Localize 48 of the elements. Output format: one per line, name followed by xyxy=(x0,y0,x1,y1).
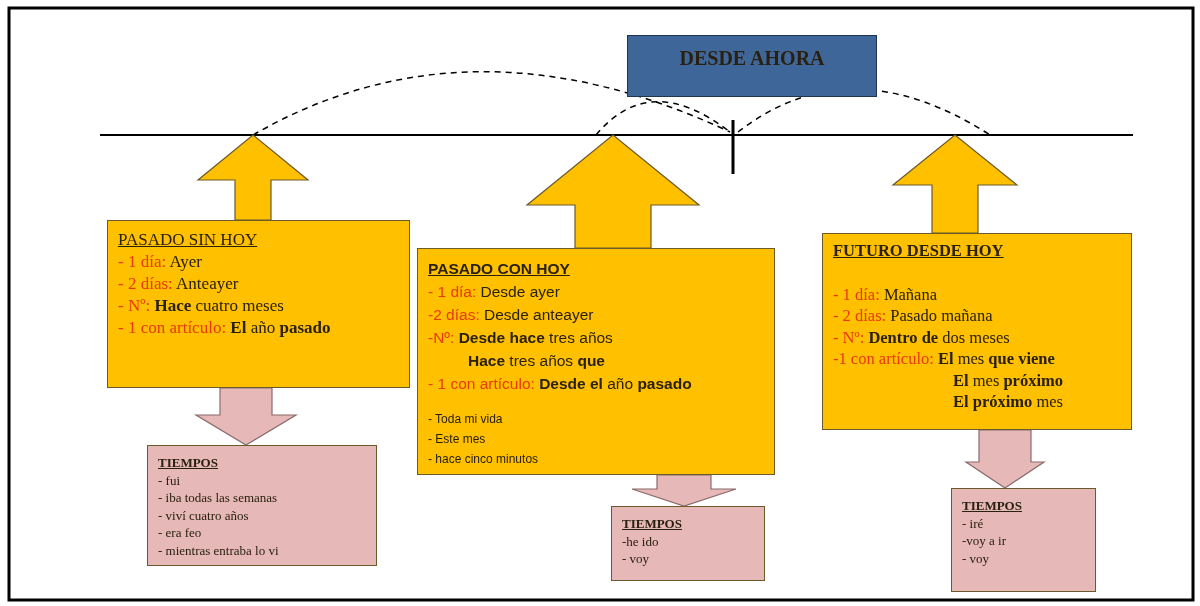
list-item: Hace tres años que xyxy=(467,351,606,371)
title-box xyxy=(627,35,877,97)
list-item: -voy a ir xyxy=(962,532,1008,550)
tense-box xyxy=(147,445,377,566)
block-arrow xyxy=(631,474,737,507)
list-item: - iba todas las semanas xyxy=(158,489,279,507)
list-item: - viví cuatro años xyxy=(158,506,250,524)
heading: PASADO SIN HOY xyxy=(118,229,259,251)
list-item: - Nº: Dentro de dos meses xyxy=(833,326,1011,348)
list-item: - fui xyxy=(158,471,182,489)
heading: PASADO CON HOY xyxy=(428,259,571,279)
heading: TIEMPOS xyxy=(622,515,683,533)
list-item: -1 con artículo: El mes que viene xyxy=(833,348,1056,370)
list-item: - Este mes xyxy=(428,431,487,448)
heading: TIEMPOS xyxy=(158,454,219,472)
list-item: El próximo mes xyxy=(952,391,1064,413)
list-item: - 1 con artículo: Desde el año pasado xyxy=(428,374,693,394)
list-item: El mes próximo xyxy=(952,369,1065,391)
info-box xyxy=(417,248,775,475)
list-item: - 1 con artículo: El año pasado xyxy=(118,317,332,339)
list-item: - mientras entraba lo vi xyxy=(158,541,280,559)
info-box xyxy=(822,233,1132,430)
block-arrow xyxy=(891,134,1019,234)
list-item: - Nº: Hace cuatro meses xyxy=(118,295,285,317)
list-item: - 2 días: Pasado mañana xyxy=(833,305,994,327)
tense-box xyxy=(611,506,765,581)
block-arrow xyxy=(525,134,701,249)
tense-box xyxy=(951,488,1096,592)
list-item: - 1 día: Mañana xyxy=(833,283,939,305)
block-arrow xyxy=(964,429,1046,489)
list-item: -Nº: Desde hace tres años xyxy=(428,328,614,348)
heading: TIEMPOS xyxy=(962,497,1023,515)
list-item: -2 días: Desde anteayer xyxy=(428,305,595,325)
list-item: - 2 días: Anteayer xyxy=(118,273,240,295)
list-item: - 1 día: Ayer xyxy=(118,251,203,273)
list-item: - hace cinco minutos xyxy=(428,451,540,468)
info-box xyxy=(107,220,410,388)
heading: DESDE AHORA xyxy=(678,46,826,70)
block-arrow xyxy=(196,134,310,221)
list-item: - 1 día: Desde ayer xyxy=(428,282,561,302)
list-item: - Toda mi vida xyxy=(428,411,504,428)
list-item: - voy xyxy=(962,549,991,567)
heading: FUTURO DESDE HOY xyxy=(833,240,1005,262)
list-item: - voy xyxy=(622,550,651,568)
list-item: - iré xyxy=(962,514,985,532)
list-item: - era feo xyxy=(158,524,203,542)
block-arrow xyxy=(193,387,299,446)
list-item: -he ido xyxy=(622,532,660,550)
